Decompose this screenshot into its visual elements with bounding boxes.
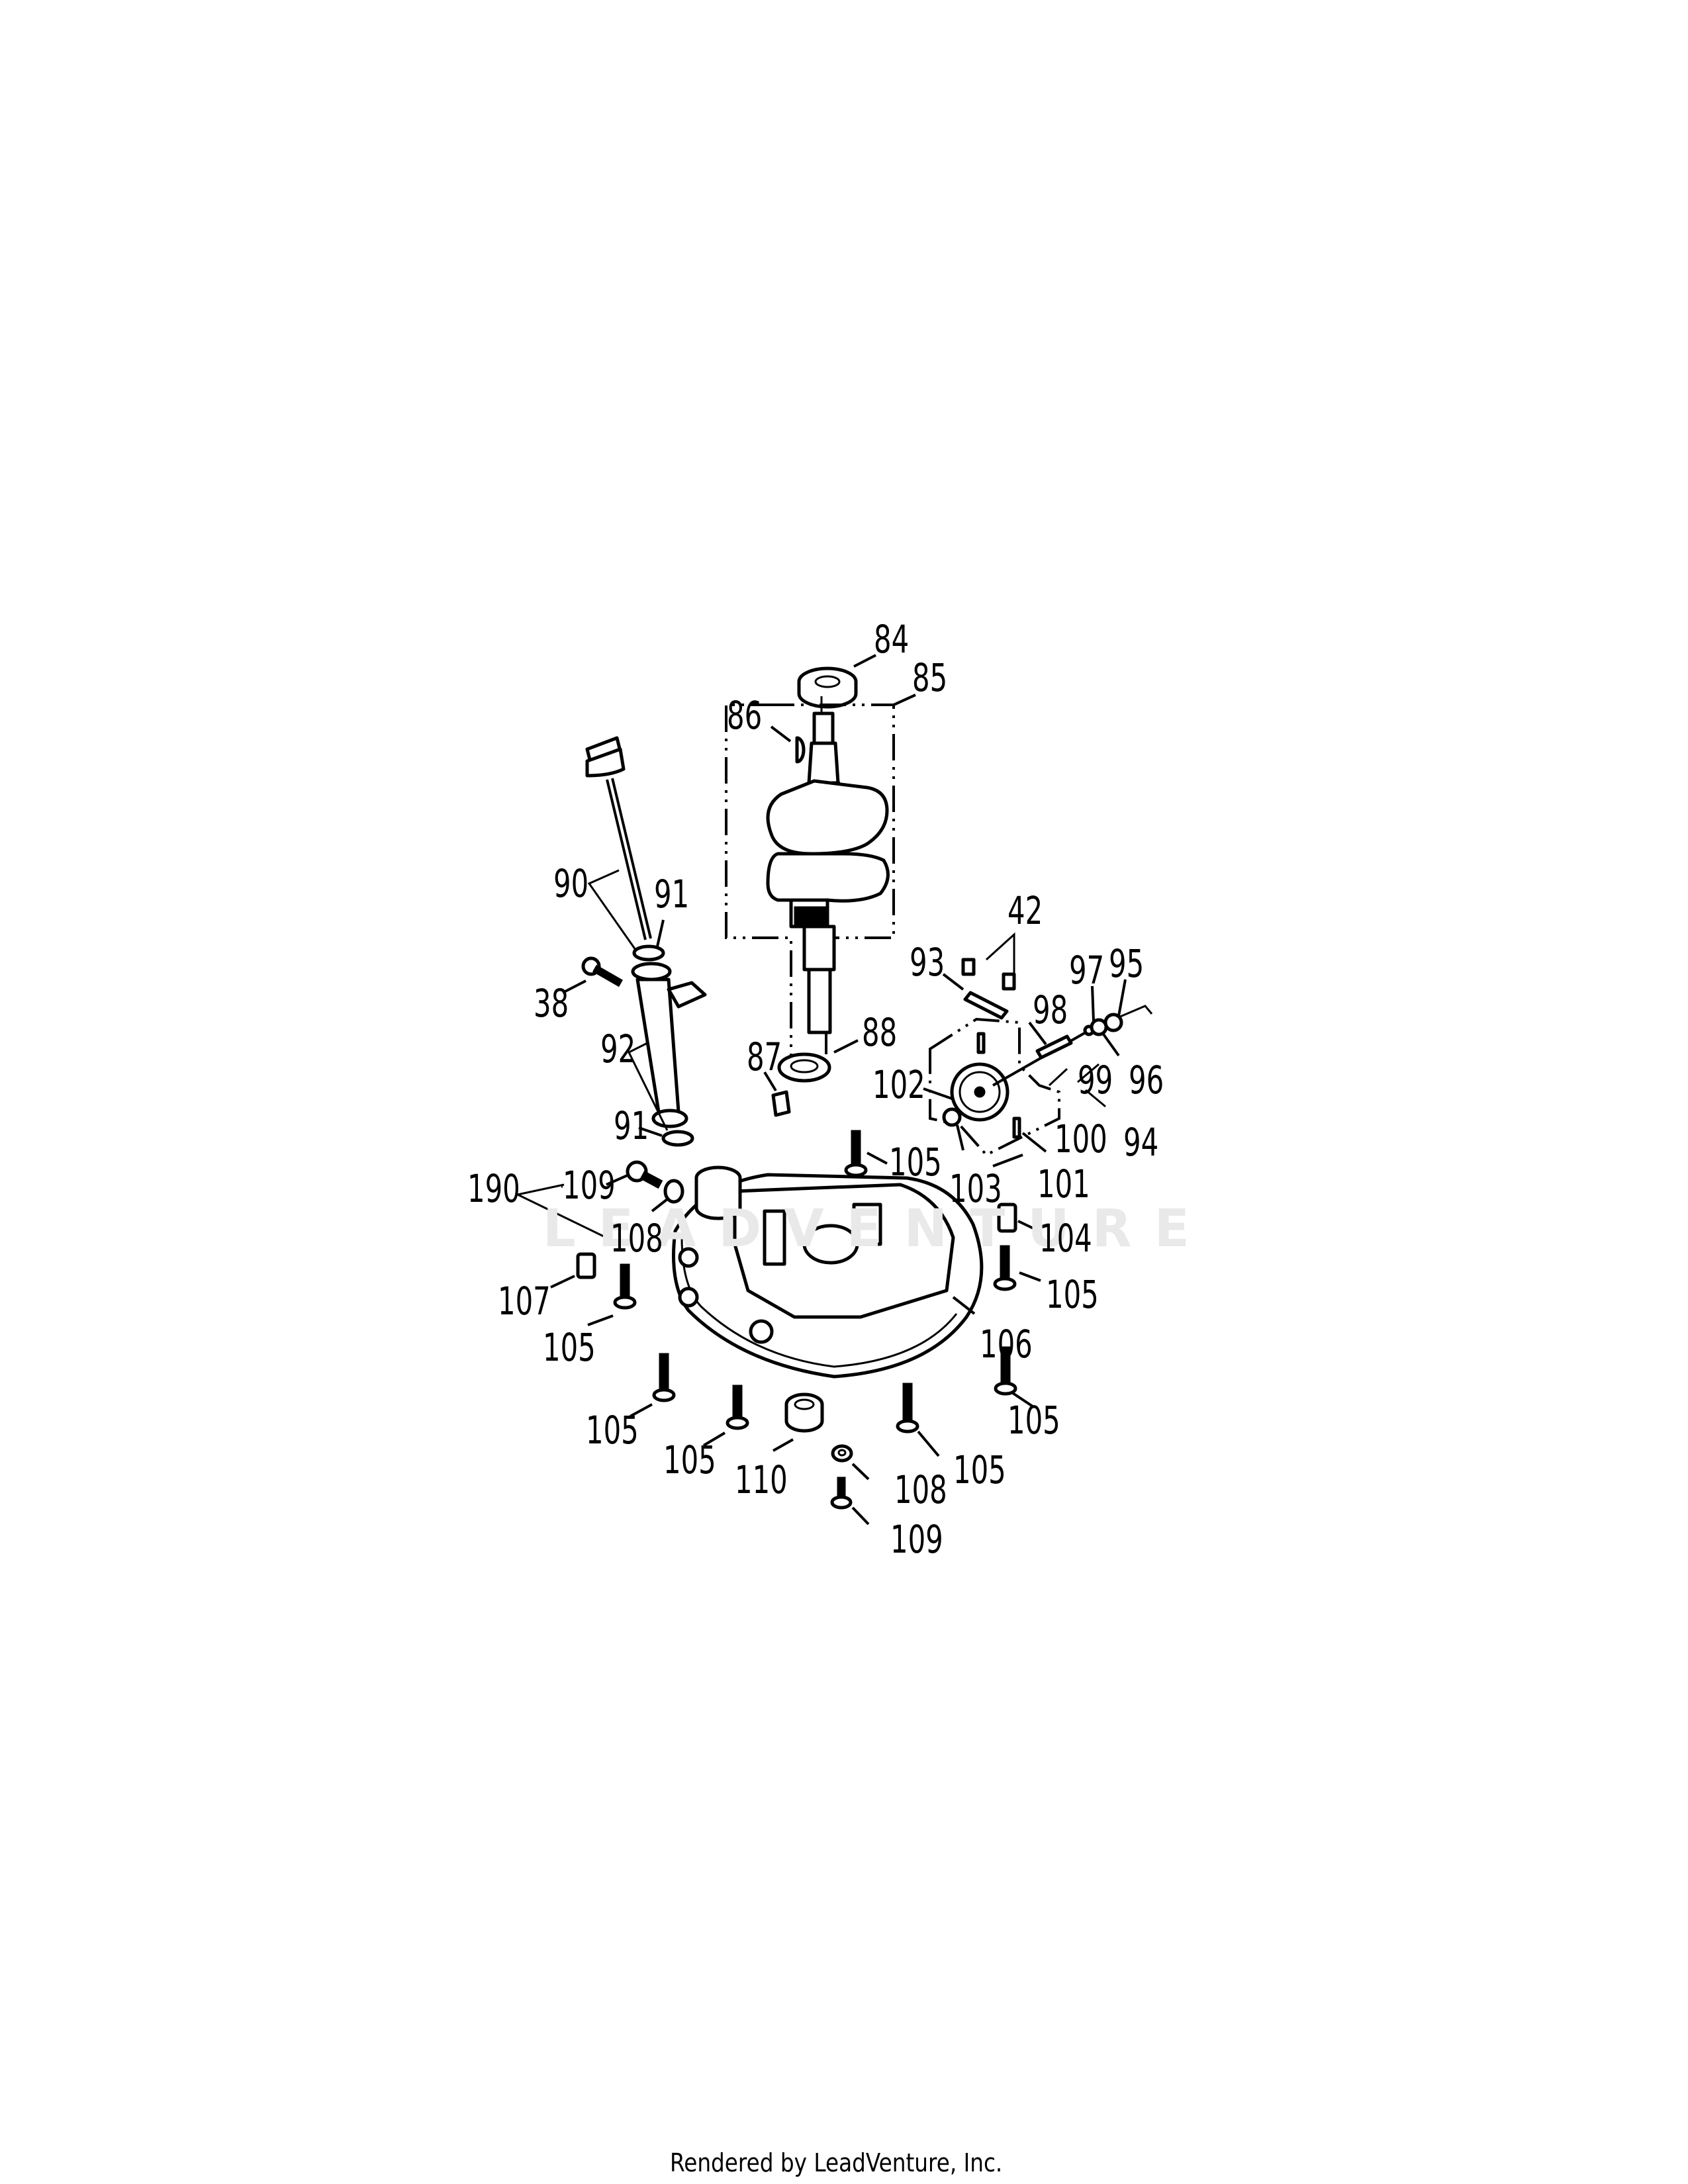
dowel-107-icon [550, 1252, 596, 1289]
callout-110[interactable]: 110 [735, 1457, 788, 1502]
callout-91b[interactable]: 91 [614, 1103, 649, 1148]
callout-103[interactable]: 103 [949, 1166, 1002, 1211]
crankshaft-85-icon [725, 694, 916, 1064]
callout-96[interactable]: 96 [1129, 1058, 1164, 1103]
bolts-105-icon [587, 1130, 1041, 1457]
bolt-38-icon [562, 956, 623, 994]
callout-88[interactable]: 88 [862, 1010, 898, 1055]
callout-86[interactable]: 86 [727, 693, 763, 738]
callout-92[interactable]: 92 [600, 1026, 636, 1071]
callout-90[interactable]: 90 [553, 861, 589, 906]
callout-87[interactable]: 87 [747, 1034, 782, 1079]
callout-100[interactable]: 100 [1055, 1116, 1107, 1161]
callout-85[interactable]: 85 [912, 655, 948, 700]
callout-102[interactable]: 102 [872, 1062, 925, 1107]
callout-108b[interactable]: 108 [894, 1467, 947, 1512]
callout-97[interactable]: 97 [1069, 948, 1105, 993]
callout-109b[interactable]: 109 [890, 1517, 943, 1562]
oil-seal-110-icon [773, 1392, 870, 1525]
callout-108a[interactable]: 108 [610, 1216, 663, 1261]
footer-credit: Rendered by LeadVenture, Inc. [670, 2148, 1003, 2177]
callout-38[interactable]: 38 [534, 981, 569, 1026]
callout-190[interactable]: 190 [467, 1166, 520, 1211]
callout-98[interactable]: 98 [1033, 987, 1068, 1032]
callout-107[interactable]: 107 [498, 1279, 551, 1324]
callout-105d[interactable]: 105 [586, 1408, 639, 1453]
governor-gear-102-icon [923, 979, 1153, 1167]
callout-109a[interactable]: 109 [563, 1163, 616, 1208]
callout-93[interactable]: 93 [910, 940, 945, 985]
seal-88-icon [763, 1039, 859, 1117]
drain-plug-109-icon [517, 1160, 684, 1241]
callout-106[interactable]: 106 [980, 1322, 1033, 1367]
crankcase-cover-106-icon [672, 1165, 984, 1379]
callout-42[interactable]: 42 [1008, 888, 1043, 933]
fill-tube-92-icon [627, 962, 707, 1147]
callout-105b[interactable]: 105 [1046, 1272, 1099, 1317]
callout-104[interactable]: 104 [1039, 1216, 1092, 1261]
callout-84[interactable]: 84 [874, 617, 910, 662]
callout-101[interactable]: 101 [1037, 1161, 1090, 1206]
callout-99[interactable]: 99 [1078, 1058, 1113, 1103]
callout-105c[interactable]: 105 [543, 1325, 596, 1370]
dowel-104-icon [997, 1203, 1035, 1233]
dipstick-90-icon [585, 736, 665, 962]
callout-105a[interactable]: 105 [889, 1140, 942, 1185]
watermark: LEADVENTURE [543, 1199, 1212, 1259]
callout-105e[interactable]: 105 [1008, 1398, 1060, 1443]
bearing-84-icon [797, 654, 876, 709]
callout-105g[interactable]: 105 [953, 1447, 1006, 1492]
callout-105f[interactable]: 105 [663, 1437, 716, 1482]
callout-91a[interactable]: 91 [654, 872, 690, 917]
callout-95[interactable]: 95 [1109, 941, 1145, 986]
governor-bracket-93-icon [942, 932, 1016, 1020]
callout-94[interactable]: 94 [1123, 1120, 1159, 1165]
